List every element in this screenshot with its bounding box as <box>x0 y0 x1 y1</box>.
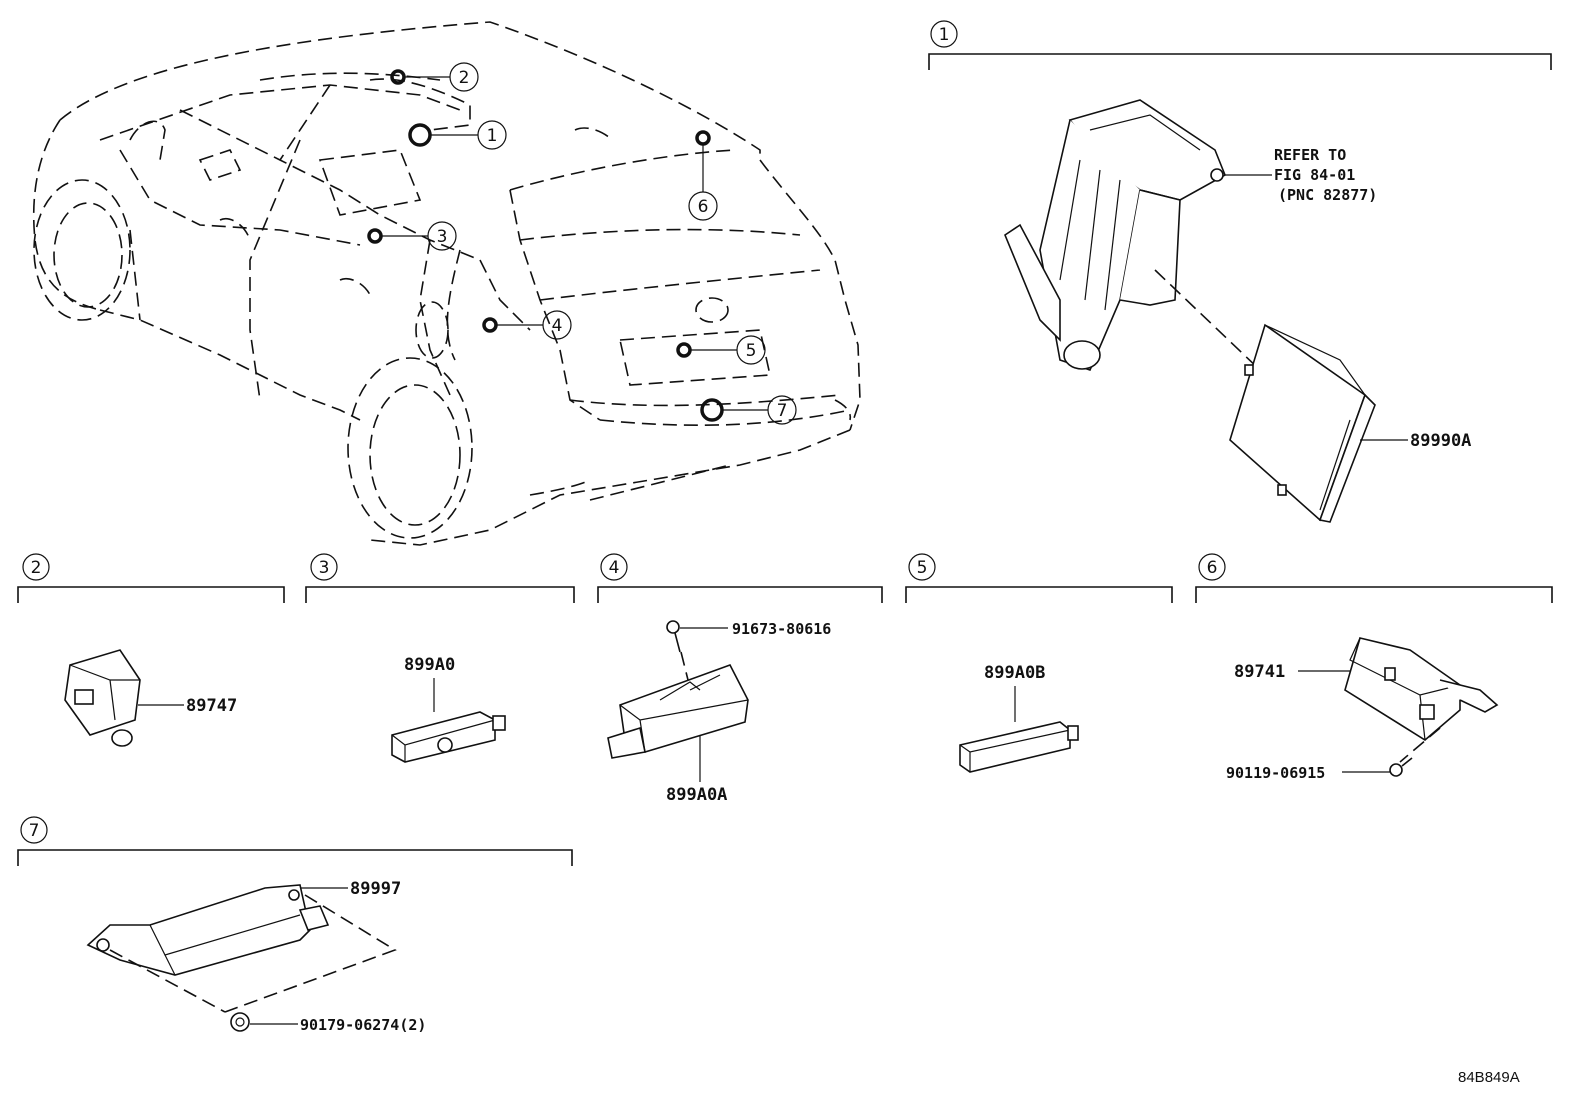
bolt-91673 <box>666 620 681 653</box>
section-5: 5 899A0B <box>905 553 1173 773</box>
part-91673-80616: 91673-80616 <box>732 620 831 638</box>
section-marker-4: 4 <box>609 558 620 578</box>
receiver-89741 <box>1344 637 1499 741</box>
callout-4: 4 <box>552 316 563 336</box>
section-3: 3 899A0 <box>305 553 575 763</box>
section-1: 1 REFER TO FIG 84-01 (PNC 82877) <box>928 20 1552 523</box>
location-dot-6 <box>695 130 711 146</box>
part-899A0B: 899A0B <box>984 663 1045 683</box>
part-89747: 89747 <box>186 696 237 716</box>
location-dot-4 <box>482 317 498 333</box>
callout-5: 5 <box>746 341 757 361</box>
section-7: 7 89997 90179-06274(2) <box>17 816 573 1034</box>
antenna-899A0A <box>607 664 749 759</box>
section-4: 4 91673-80616 899A0A <box>597 553 883 805</box>
part-89997: 89997 <box>350 879 401 899</box>
antenna-899A0B <box>959 721 1079 773</box>
part-90119-06915: 90119-06915 <box>1226 764 1325 782</box>
callout-2: 2 <box>459 68 470 88</box>
ecu-module <box>1229 323 1376 523</box>
part-899A0: 899A0 <box>404 655 455 675</box>
section-marker-7: 7 <box>29 821 40 841</box>
callout-1: 1 <box>487 126 498 146</box>
sensor-89747 <box>64 649 141 747</box>
refer-note-line3: (PNC 82877) <box>1278 186 1377 204</box>
part-89741: 89741 <box>1234 662 1285 682</box>
junction-bracket <box>1004 99 1227 371</box>
part-89990A: 89990A <box>1410 431 1471 451</box>
section-2: 2 89747 <box>17 553 285 747</box>
callout-6: 6 <box>698 197 709 217</box>
location-dot-1 <box>408 123 432 147</box>
location-dot-5 <box>676 342 692 358</box>
callout-3: 3 <box>437 227 448 247</box>
location-dot-3 <box>367 228 383 244</box>
diagram-code: 84B849A <box>1458 1069 1520 1086</box>
car-outline <box>32 21 861 546</box>
section-marker-1: 1 <box>939 25 950 45</box>
callout-7: 7 <box>777 401 788 421</box>
location-dot-2 <box>390 69 406 85</box>
refer-note-line1: REFER TO <box>1274 146 1346 164</box>
location-dot-7 <box>700 398 724 422</box>
antenna-89997 <box>86 884 330 976</box>
section-marker-6: 6 <box>1207 558 1218 578</box>
car-callouts: 1 2 3 4 5 6 7 <box>367 62 797 425</box>
section-marker-2: 2 <box>31 558 42 578</box>
bolt-90119 <box>1389 757 1413 777</box>
part-899A0A: 899A0A <box>666 785 727 805</box>
section-marker-5: 5 <box>917 558 928 578</box>
nut-90179 <box>230 1012 250 1032</box>
part-90179-06274: 90179-06274(2) <box>300 1016 426 1034</box>
refer-note-line2: FIG 84-01 <box>1274 166 1355 184</box>
antenna-899A0 <box>391 711 506 763</box>
section-6: 6 89741 90119-06915 <box>1195 553 1553 782</box>
section-marker-3: 3 <box>319 558 330 578</box>
